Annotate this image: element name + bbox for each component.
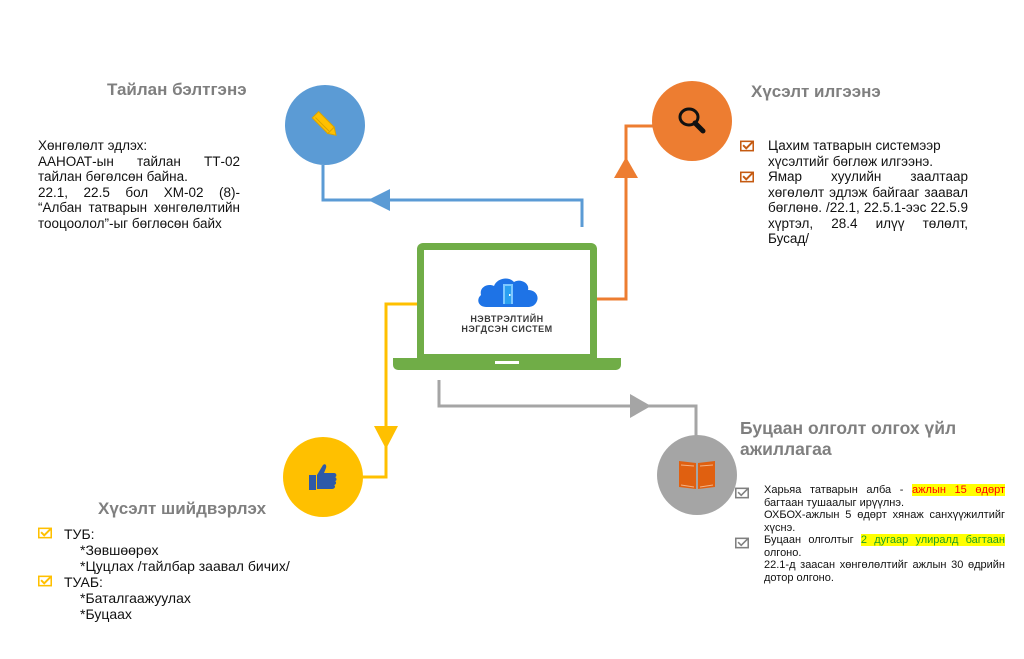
- laptop: НЭВТРЭЛТИЙН НЭГДСЭН СИСТЕМ: [417, 243, 597, 358]
- checkbox-checked-icon: [740, 171, 754, 183]
- checkbox-checked-icon: [735, 537, 749, 549]
- report-text: Хөнгөлөлт эдлэх: ААНОАТ-ын тайлан ТТ-02 …: [38, 138, 240, 231]
- connector-to-request: [597, 124, 653, 301]
- checkbox-checked-icon: [38, 527, 52, 539]
- decision-group: ТУАБ: *Баталгаажуулах *Буцаах: [38, 574, 338, 622]
- request-item: Цахим татварын системээр хүсэлтийг бөглө…: [740, 138, 968, 169]
- report-step-circle: [285, 85, 365, 165]
- laptop-base: [393, 358, 621, 370]
- arrow-to-report: [368, 189, 390, 211]
- arrow-to-decision: [374, 426, 398, 449]
- quarter-highlight: 2 дугаар улиралд багтаан: [860, 534, 1005, 546]
- book-icon: [679, 461, 715, 489]
- report-line: Хөнгөлөлт эдлэх:: [38, 138, 148, 153]
- refund-list: Харьяа татварын алба - ажлын 15 өдөрт ба…: [735, 484, 1005, 584]
- refund-step-circle: [657, 435, 737, 515]
- request-item: Ямар хуулийн заалтаар хөгөлөлт эдлэж бай…: [740, 169, 968, 247]
- cloud-door-icon: [478, 278, 538, 307]
- decision-title: Хүсэлт шийдвэрлэх: [98, 499, 267, 518]
- connector-to-report: [321, 165, 584, 227]
- decision-step-circle: [283, 437, 363, 517]
- connector-to-decision: [360, 302, 418, 479]
- thumbs-up-icon: [309, 464, 337, 490]
- request-list: Цахим татварын системээр хүсэлтийг бөглө…: [740, 138, 968, 247]
- report-title: Тайлан бэлтгэнэ: [107, 80, 247, 99]
- deadline-highlight: ажлын 15 өдөрт: [912, 484, 1005, 496]
- logo-text-line1: НЭВТРЭЛТИЙН: [470, 314, 544, 324]
- decision-group: ТУБ: *Зөвшөөрөх *Цуцлах /тайлбар заавал …: [38, 526, 338, 574]
- decision-list: ТУБ: *Зөвшөөрөх *Цуцлах /тайлбар заавал …: [38, 526, 338, 622]
- checkbox-checked-icon: [38, 575, 52, 587]
- request-step-circle: [652, 81, 732, 161]
- refund-title: Буцаан олголт олгох үйл ажиллагаа: [740, 418, 957, 459]
- report-line: 22.1, 22.5 бол ХМ-02 (8)- “Албан татвары…: [38, 184, 240, 231]
- logo-text-line2: НЭГДСЭН СИСТЕМ: [461, 324, 553, 334]
- request-title: Хүсэлт илгээнэ: [751, 82, 881, 101]
- connector-to-refund: [437, 380, 698, 437]
- magnifier-icon: [678, 107, 706, 134]
- refund-item: Харьяа татварын алба - ажлын 15 өдөрт ба…: [735, 484, 1005, 534]
- refund-item: Буцаан олголтыг 2 дугаар улиралд багтаан…: [735, 534, 1005, 584]
- checkbox-checked-icon: [740, 140, 754, 152]
- laptop-trackpad: [495, 361, 519, 364]
- laptop-screen: НЭВТРЭЛТИЙН НЭГДСЭН СИСТЕМ: [424, 250, 590, 354]
- arrow-to-refund: [630, 394, 651, 418]
- checkbox-checked-icon: [735, 487, 749, 499]
- report-line: ААНОАТ-ын тайлан ТТ-02 тайлан бөгөлсөн б…: [38, 153, 240, 185]
- arrow-to-request: [614, 157, 638, 178]
- pencil-icon: [311, 110, 337, 136]
